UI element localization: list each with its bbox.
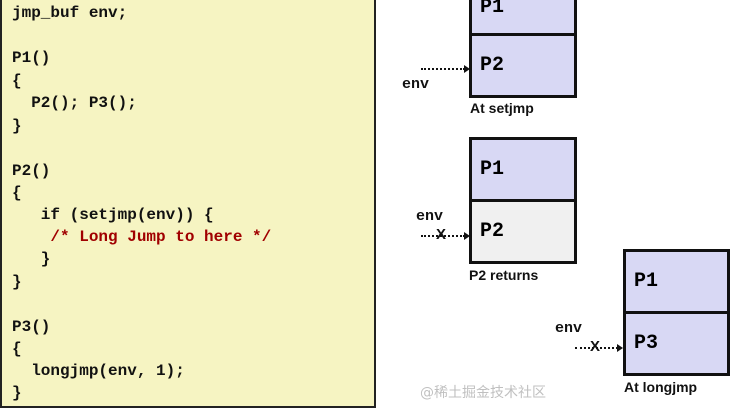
env-pointer-arrow [421,232,470,240]
code-comment: /* Long Jump to here */ [12,228,272,246]
stack-caption: At longjmp [624,379,698,395]
code-line: P2() [12,162,51,180]
stack-caption: P2 returns [469,267,539,283]
code-line: { [12,72,22,90]
watermark: @稀土掘金技术社区 [420,385,546,401]
invalid-x-mark: X [590,338,601,355]
stack-caption: At setjmp [470,100,534,116]
stack-frame-p1: P1 [623,249,730,314]
invalid-x-mark: X [436,226,447,243]
env-label: env [416,208,444,225]
code-line: if (setjmp(env)) { [12,206,214,224]
stack-frame-p3: P3 [623,311,730,376]
stack-frame-p1: P1 [469,0,577,36]
code-line: { [12,184,22,202]
code-line: P2(); P3(); [12,94,137,112]
code-line: } [12,250,51,268]
code-line: longjmp(env, 1); [12,362,185,380]
env-pointer-arrow [575,344,623,352]
code-line: } [12,273,22,291]
env-pointer-arrow [421,65,470,73]
code-line: { [12,340,22,358]
stack-frame-p2-returned: P2 [469,199,577,264]
env-label: env [402,76,430,93]
code-line: P3() [12,318,51,336]
code-line: jmp_buf env; [12,4,128,22]
env-label: env [555,320,583,337]
code-listing: jmp_buf env; P1() { P2(); P3(); } P2() {… [0,0,376,408]
stack-frame-p1: P1 [469,137,577,202]
code-line: P1() [12,49,51,67]
code-line: } [12,117,22,135]
code-line: } [12,384,22,402]
stack-frame-p2: P2 [469,33,577,98]
